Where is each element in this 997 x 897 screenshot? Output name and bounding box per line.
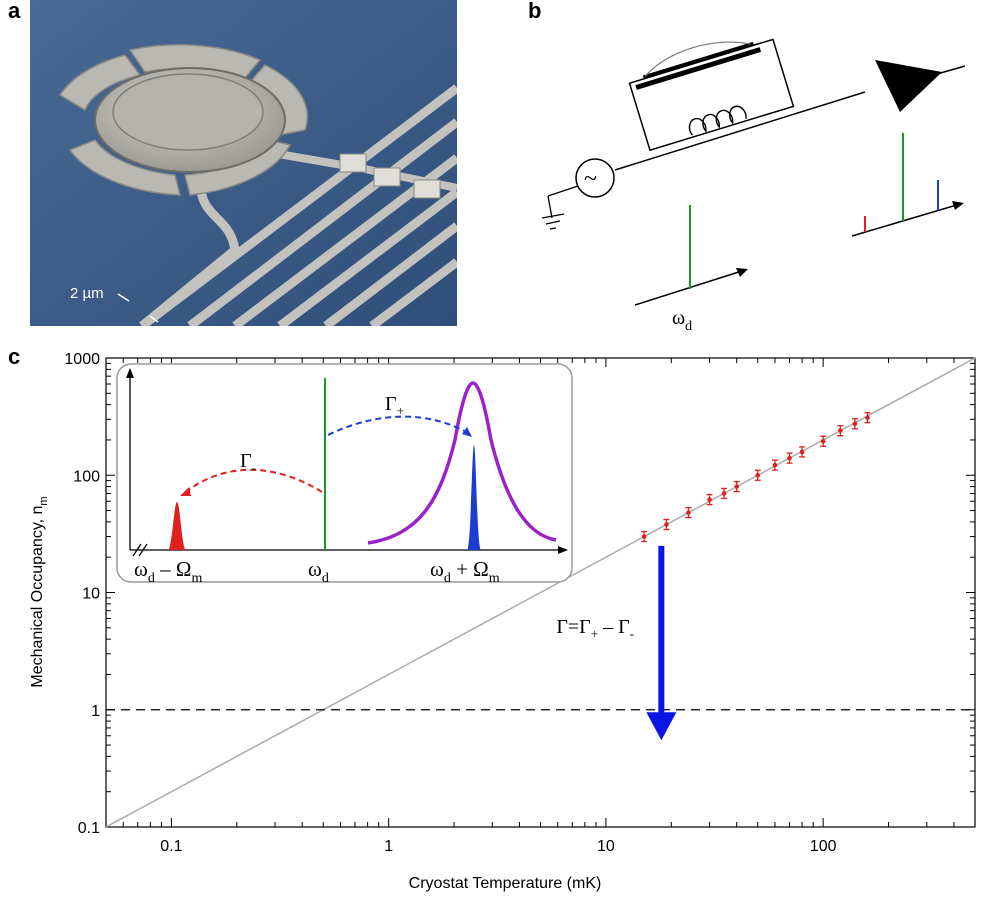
panel-label-c: c: [8, 344, 21, 369]
data-point: [820, 435, 827, 447]
gamma-minus-label: Γ-: [240, 450, 256, 475]
cavity-lorentzian: [367, 381, 557, 545]
x-tick-label: 100: [810, 838, 837, 855]
data-point: [786, 452, 793, 464]
y-tick-label: 1: [91, 703, 100, 720]
ground-icon: [541, 213, 565, 230]
data-point: [851, 418, 858, 430]
cooling-arrow: [646, 545, 677, 741]
circuit-schematic: ~ ωd: [541, 38, 966, 334]
gamma-plus-label: Γ+: [385, 393, 404, 418]
y-axis-label: Mechanical Occupancy, nm: [29, 496, 50, 687]
drum-top: [112, 73, 264, 151]
axis-break-2: [138, 543, 148, 557]
drive-freq-label: ωd: [308, 557, 329, 586]
source-tilde: ~: [584, 166, 597, 192]
reference-line: [105, 357, 976, 828]
blue-sideband-freq-label: ωd + Ωm: [430, 557, 500, 586]
scale-bar-label: 2 µm: [70, 285, 104, 302]
data-point: [799, 446, 806, 458]
lc-resonator-icon: [628, 38, 795, 152]
input-freq-label: ωd: [672, 307, 692, 334]
x-tick-label: 10: [597, 838, 615, 855]
damping-rate-label: Γ=Γ+ – Γ-: [556, 616, 634, 641]
panel-label-b: b: [528, 0, 542, 23]
data-point: [754, 469, 761, 481]
scale-arrow-bottom: [149, 315, 159, 323]
bridge-2: [373, 167, 401, 187]
drive-line: [614, 91, 866, 171]
data-point: [641, 530, 648, 543]
output-spectrum-axis: [851, 203, 961, 237]
axis-tick-labels: 0.1 1 10 100 0.1 1 10 100 1000: [64, 351, 836, 855]
y-tick-label: 1000: [64, 351, 100, 368]
x-tick-label: 1: [384, 838, 393, 855]
amplifier-icon: [875, 60, 942, 112]
bridge-3: [413, 179, 441, 199]
scale-arrow-top: [117, 293, 130, 302]
data-point: [864, 411, 871, 424]
ground-lead: [547, 185, 579, 197]
sideband-inset: Γ- Γ+ ωd – Ωm ωd ωd + Ωm: [116, 363, 573, 586]
data-point: [733, 480, 740, 493]
data-point: [771, 459, 778, 471]
data-point: [837, 425, 844, 437]
occupancy-chart: 0.1 1 10 100 0.1 1 10 100 1000 Γ=Γ+ – Γ- Cryosta…: [29, 351, 976, 892]
x-tick-label: 0.1: [160, 838, 182, 855]
source-icon: [575, 158, 615, 198]
y-tick-label: 0.1: [78, 820, 100, 837]
data-point: [721, 487, 728, 500]
data-point: [706, 493, 713, 506]
y-tick-label: 100: [73, 468, 100, 485]
axis-break-1: [132, 543, 142, 557]
inset-box: [116, 363, 573, 583]
bridge-1: [339, 153, 367, 173]
data-series: [641, 411, 871, 543]
red-sideband-freq-label: ωd – Ωm: [134, 557, 202, 586]
gamma-minus-arc: [185, 468, 323, 493]
blue-sideband-peak: [467, 445, 481, 550]
data-point: [663, 518, 670, 531]
y-tick-label: 10: [82, 586, 100, 603]
data-point: [685, 506, 692, 519]
x-axis-label: Cryostat Temperature (mK): [409, 875, 602, 892]
sem-micrograph: 2 µm: [30, 0, 457, 326]
panel-label-a: a: [8, 0, 21, 23]
red-sideband-peak: [168, 502, 186, 550]
